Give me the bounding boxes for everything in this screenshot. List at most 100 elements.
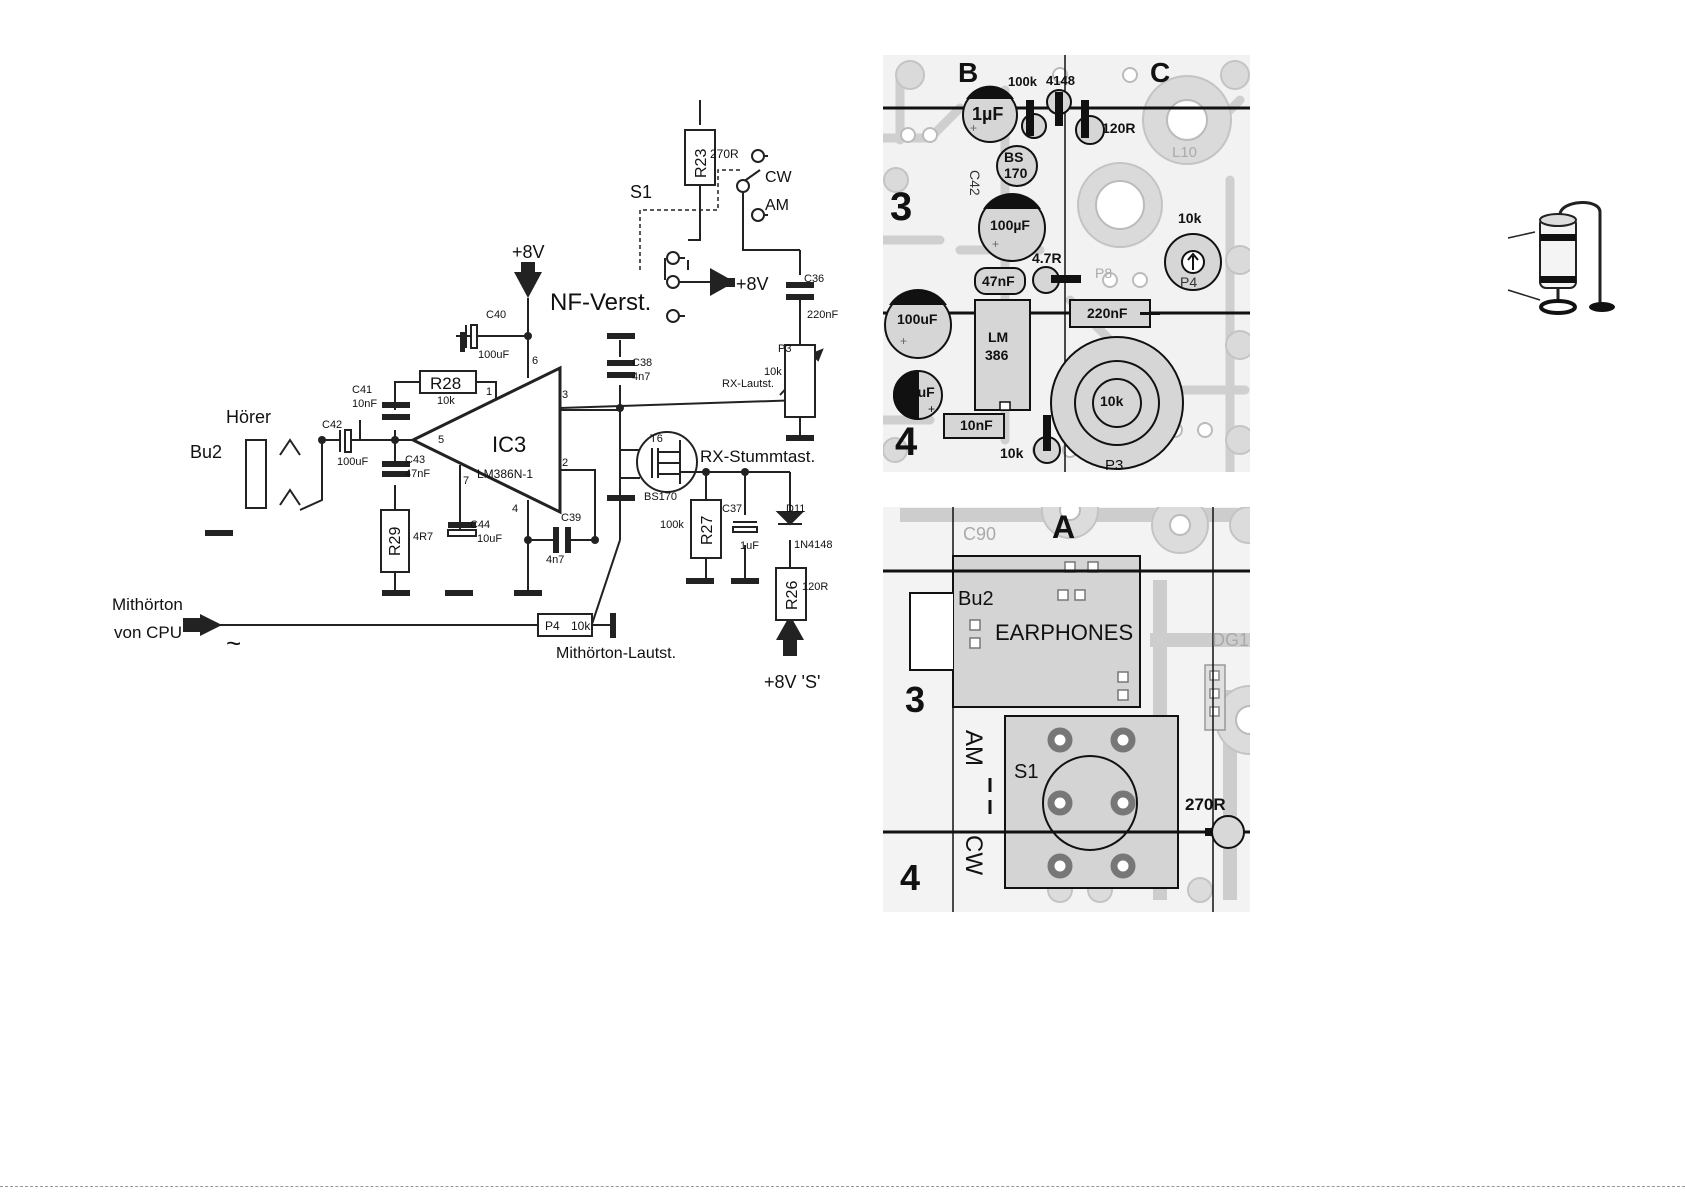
c43-ref: C43 <box>405 454 425 466</box>
ic-type: LM386N-1 <box>477 467 533 481</box>
r27-value: 100k <box>660 519 684 531</box>
c-220nf-label: 220nF <box>1087 305 1128 321</box>
p3-ref-label: P3 <box>1105 457 1123 474</box>
r26-ref: R26 <box>784 581 801 610</box>
electrolytic-capacitor-icon <box>1507 201 1615 315</box>
r23-value: 270R <box>710 147 739 161</box>
schematic-diagram: NF-Verst. Hörer Bu2 IC3 LM386N-1 1 2 3 4… <box>112 100 838 692</box>
c40-ref: C40 <box>486 309 506 321</box>
ic-pin-6: 6 <box>532 355 538 367</box>
mute-label: RX-Stummtast. <box>700 447 815 466</box>
plus-mark-1: + <box>970 121 977 135</box>
p4-value-label: 10k <box>1178 210 1202 226</box>
s1-cw: CW <box>765 169 793 186</box>
dg1-silk: DG1 <box>1212 630 1249 650</box>
c-100uf-b-label: 100uF <box>897 311 938 327</box>
c-1uf-label: 1µF <box>972 104 1003 124</box>
p4-name: Mithörton-Lautst. <box>556 645 676 662</box>
s1-silk: S1 <box>1014 761 1038 783</box>
c43-value: 47nF <box>405 468 430 480</box>
c38-value: 4n7 <box>632 371 650 383</box>
c-47nf-label: 47nF <box>982 273 1015 289</box>
c40-value: 100uF <box>478 349 509 361</box>
ic-pin-4: 4 <box>512 503 518 515</box>
ic-ref: IC3 <box>492 432 526 457</box>
p4-ref: P4 <box>545 619 560 633</box>
s1-ref: S1 <box>630 182 652 202</box>
supply-s-label: +8V 'S' <box>764 672 820 692</box>
c44-ref: C44 <box>470 519 490 531</box>
c37-value: 1uF <box>740 540 759 552</box>
d11-ref: D11 <box>786 503 805 515</box>
p4-ref-label: P4 <box>1180 274 1197 290</box>
lm-label-2: 386 <box>985 347 1009 363</box>
c36-ref: C36 <box>804 273 824 285</box>
sidetone-tilde: ~ <box>226 628 241 658</box>
ic-pin-2: 2 <box>562 457 568 469</box>
c42-value: 100uF <box>337 456 368 468</box>
jack-ref: Bu2 <box>190 442 222 462</box>
lm-label-1: LM <box>988 329 1008 345</box>
c38-ref: C38 <box>632 357 652 369</box>
supply-label: +8V <box>512 242 545 262</box>
row-3-bottom-label: 3 <box>905 679 925 720</box>
l10-silk: L10 <box>1172 144 1197 161</box>
c90-silk: C90 <box>963 524 996 544</box>
pot-10k-label: 10k <box>1100 393 1124 409</box>
r29-value: 4R7 <box>413 531 433 543</box>
earphones-silk: EARPHONES <box>995 620 1133 645</box>
row-4-label: 4 <box>895 420 918 464</box>
p3-value: 10k <box>764 366 782 378</box>
r23-ref: R23 <box>693 149 710 178</box>
page-bottom-border <box>0 1186 1685 1187</box>
col-b-label: B <box>958 57 978 88</box>
am-silk: AM <box>960 730 987 766</box>
jack-name: Hörer <box>226 407 271 427</box>
schematic-title: NF-Verst. <box>550 289 651 316</box>
p8-silk: P8 <box>1095 265 1112 281</box>
plus-mark-3: + <box>900 334 907 348</box>
ic-pin-3: 3 <box>562 389 568 401</box>
bs-label-1: BS <box>1004 149 1023 165</box>
p3-name: RX-Lautst. <box>722 378 774 390</box>
c39-ref: C39 <box>561 512 581 524</box>
s1-am: AM <box>765 197 789 214</box>
p3-ref: P3 <box>778 343 791 355</box>
row-3-label: 3 <box>890 185 912 229</box>
r28-value: 10k <box>437 395 455 407</box>
ic-pin-5: 5 <box>438 434 444 446</box>
bu2-silk: Bu2 <box>958 588 994 610</box>
c42-silk: C42 <box>967 170 983 196</box>
col-c-label: C <box>1150 57 1170 88</box>
r-4r7-label: 4.7R <box>1032 250 1062 266</box>
plus-mark-4: + <box>928 402 935 416</box>
cw-silk: CW <box>960 835 987 875</box>
c-10nf-label: 10nF <box>960 417 993 433</box>
r-120r-label: 120R <box>1102 120 1135 136</box>
r270-label: 270R <box>1185 795 1226 814</box>
r29-ref: R29 <box>387 527 404 556</box>
r-10k-label: 10k <box>1000 445 1024 461</box>
r26-value: 120R <box>802 581 828 593</box>
ic-pin-1: 1 <box>486 386 492 398</box>
c42-ref: C42 <box>322 419 342 431</box>
c41-value: 10nF <box>352 398 377 410</box>
row-4-bottom-label: 4 <box>900 857 920 898</box>
bs-label-2: 170 <box>1004 165 1028 181</box>
sidetone-label-1: Mithörton <box>112 595 183 614</box>
r-100k-label: 100k <box>1008 74 1038 89</box>
plus-mark-2: + <box>992 237 999 251</box>
c-10uf-label: 10uF <box>902 384 935 400</box>
ic-pin-7: 7 <box>463 475 469 487</box>
r28-ref: R28 <box>430 374 461 393</box>
c36-value: 220nF <box>807 309 838 321</box>
sidetone-label-2: von CPU <box>114 623 182 642</box>
c-100uf-label: 100µF <box>990 217 1030 233</box>
d-4148-label: 4148 <box>1046 73 1075 88</box>
c37-ref: C37 <box>722 503 742 515</box>
c44-value: 10uF <box>477 533 502 545</box>
col-a-label: A <box>1052 509 1075 545</box>
c39-value: 4n7 <box>546 554 564 566</box>
t6-ref: T6 <box>650 433 663 445</box>
